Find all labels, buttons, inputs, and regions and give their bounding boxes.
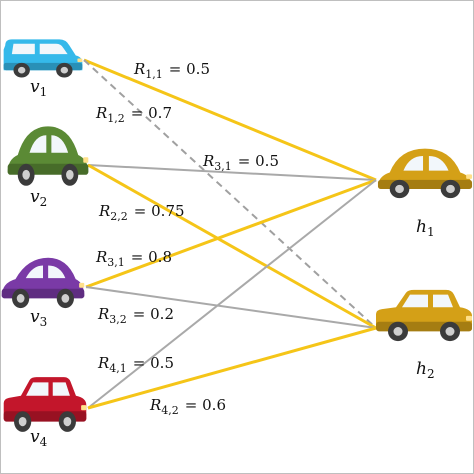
car-v4 [3, 377, 87, 432]
car-h1 [377, 148, 473, 199]
vehicles-layer [1, 39, 473, 432]
v1-label: v1 [30, 77, 47, 99]
vehicle-labels: v1 v2 v3 v4 h1 h2 [30, 77, 435, 449]
link-v2-h2 [87, 163, 377, 330]
label-r32: R3,2= 0.2 [97, 305, 174, 326]
label-r31-mid: R3,1= 0.8 [95, 248, 172, 269]
label-r22: R2,2= 0.75 [98, 202, 185, 223]
car-v3 [1, 257, 85, 309]
label-r42: R4,2= 0.6 [149, 396, 226, 417]
link-v2-h1 [87, 164, 377, 181]
label-r41: R4,1= 0.5 [97, 354, 174, 375]
v4-label: v4 [30, 427, 48, 449]
h1-label: h1 [416, 217, 435, 239]
link-v4-h1 [87, 179, 377, 409]
link-v3-h1 [85, 178, 377, 289]
label-r11: R1,1= 0.5 [133, 60, 210, 81]
link-v1-h1 [83, 58, 377, 182]
label-r31-top: R3,1= 0.5 [202, 152, 279, 173]
weight-labels: R1,1= 0.5 R1,2= 0.7 R3,1= 0.5 R2,2= 0.75… [95, 60, 279, 417]
links-layer [83, 58, 377, 410]
car-h2 [376, 289, 472, 342]
h2-label: h2 [416, 359, 435, 381]
link-v3-h2 [85, 286, 377, 329]
car-v1 [3, 39, 83, 78]
car-v2 [7, 126, 89, 186]
v3-label: v3 [30, 307, 47, 329]
link-v1-h2 [83, 59, 377, 329]
v2-label: v2 [30, 187, 47, 209]
link-v4-h2 [87, 326, 377, 410]
label-r12: R1,2= 0.7 [95, 104, 172, 125]
